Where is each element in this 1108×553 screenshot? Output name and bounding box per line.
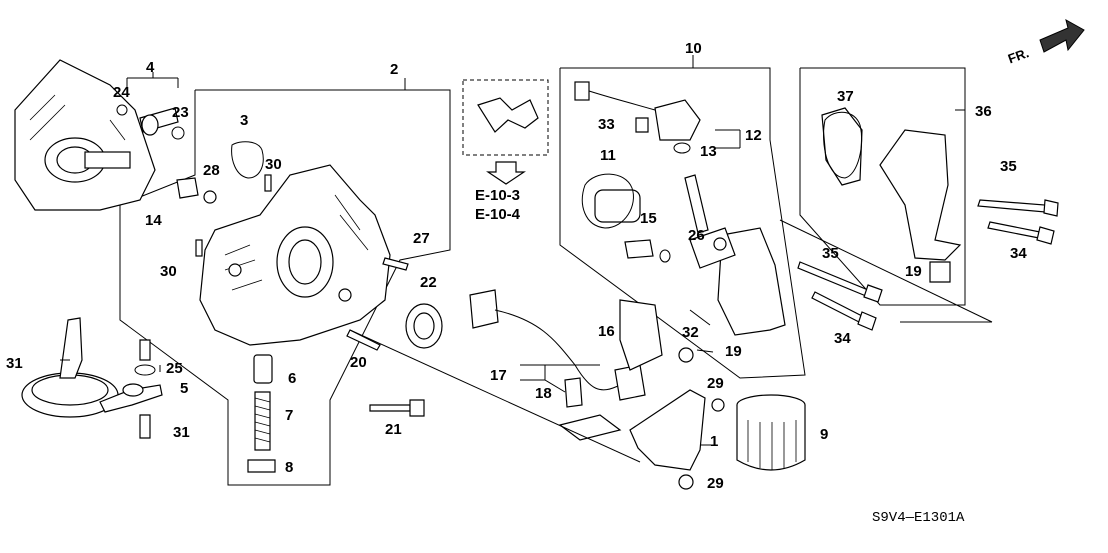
callout-6: 6 <box>288 370 296 387</box>
callout-10: 10 <box>685 40 702 57</box>
bolts <box>139 117 1059 490</box>
reference-label-1: E-10-3 <box>475 187 520 204</box>
callout-9: 9 <box>820 426 828 443</box>
callout-27: 27 <box>413 230 430 247</box>
callout-28: 28 <box>203 162 220 179</box>
callout-7: 7 <box>285 407 293 424</box>
bracket <box>558 389 706 471</box>
callout-17: 17 <box>490 367 507 384</box>
callout-2: 2 <box>390 61 398 78</box>
callout-31-lower: 31 <box>173 424 190 441</box>
callout-25: 25 <box>166 360 183 377</box>
callout-12: 12 <box>745 127 762 144</box>
oil-seal <box>405 303 443 349</box>
callout-3: 3 <box>240 112 248 129</box>
callout-labels: 1 2 3 4 5 6 7 8 9 10 11 12 13 14 15 16 1… <box>6 40 1027 492</box>
callout-23: 23 <box>172 104 189 121</box>
spool-valve-assembly <box>821 107 962 283</box>
callout-36: 36 <box>975 103 992 120</box>
callout-35-vtc: 35 <box>822 245 839 262</box>
oil-filter <box>736 394 806 471</box>
sensor-harness <box>469 289 663 408</box>
callout-29-upper: 29 <box>707 375 724 392</box>
leader-lines <box>60 55 965 463</box>
group-outline-spool <box>799 67 966 306</box>
leader-frame-right <box>779 219 993 323</box>
callout-35-spool: 35 <box>1000 158 1017 175</box>
callout-22: 22 <box>420 274 437 291</box>
callout-5: 5 <box>180 380 188 397</box>
oil-pump-body <box>199 164 391 346</box>
callout-1: 1 <box>710 433 718 450</box>
callout-37: 37 <box>837 88 854 105</box>
callout-16: 16 <box>598 323 615 340</box>
callout-19-vtc: 19 <box>725 343 742 360</box>
group-outline-vtc <box>559 67 806 379</box>
callout-34-spool: 34 <box>1010 245 1027 262</box>
callout-15: 15 <box>640 210 657 227</box>
callout-14: 14 <box>145 212 162 229</box>
o-rings <box>116 104 863 376</box>
front-direction-label: FR. <box>1006 45 1031 66</box>
callout-18: 18 <box>535 385 552 402</box>
callout-19-spool: 19 <box>905 263 922 280</box>
callout-20: 20 <box>350 354 367 371</box>
callout-32: 32 <box>682 324 699 341</box>
callout-30-lower: 30 <box>160 263 177 280</box>
pump-relief-part-4 <box>139 107 179 136</box>
relief-valve-parts <box>247 354 276 473</box>
reference-bracket <box>477 97 539 133</box>
callout-26: 26 <box>688 227 705 244</box>
callout-11: 11 <box>600 147 616 164</box>
diagram-code: S9V4—E1301A <box>872 510 965 526</box>
callout-24: 24 <box>113 84 130 101</box>
reference-arrow <box>486 161 526 185</box>
vtc-solenoid-assembly <box>574 81 786 336</box>
callout-4: 4 <box>146 59 155 76</box>
callout-33: 33 <box>598 116 615 133</box>
reference-box <box>462 79 549 156</box>
oil-strainer <box>21 317 163 418</box>
reference-label-2: E-10-4 <box>475 206 521 223</box>
callout-30-upper: 30 <box>265 156 282 173</box>
callout-34-vtc: 34 <box>834 330 851 347</box>
front-direction-indicator: FR. <box>1006 19 1085 66</box>
engine-block <box>14 59 156 211</box>
callout-8: 8 <box>285 459 293 476</box>
callout-21: 21 <box>385 421 402 438</box>
callout-31-upper: 31 <box>6 355 23 372</box>
callout-13: 13 <box>700 143 717 160</box>
callout-29-lower: 29 <box>707 475 724 492</box>
